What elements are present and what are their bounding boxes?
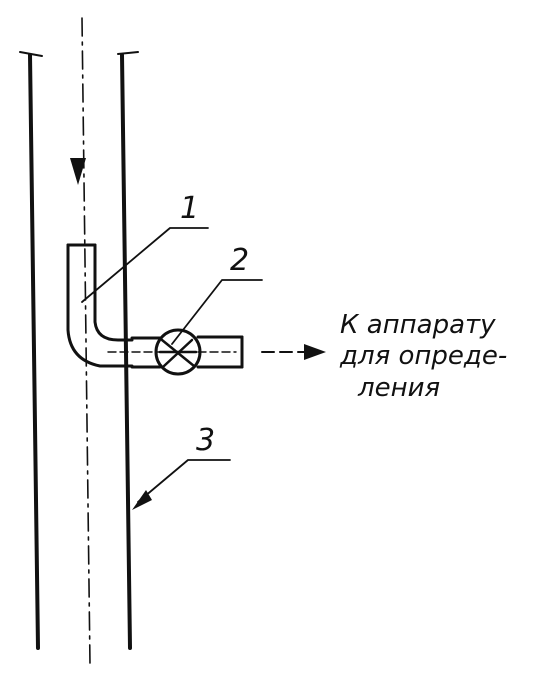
label-valve: 2 <box>230 243 249 278</box>
outlet-pipe <box>107 335 244 369</box>
caption-line3: ления <box>357 373 440 403</box>
pipe-axis-line <box>81 17 91 666</box>
leader-lines <box>81 227 263 510</box>
label-pipe: 3 <box>196 423 215 458</box>
flow-right-arrow <box>261 344 326 360</box>
flow-down-arrow <box>70 158 86 185</box>
valve <box>154 328 202 376</box>
sampling-tube <box>66 243 134 368</box>
label-tube: 1 <box>180 191 199 226</box>
main-pipe <box>19 51 139 650</box>
caption-line1: К аппарату <box>340 310 496 340</box>
caption-line2: для опреде- <box>339 341 507 371</box>
